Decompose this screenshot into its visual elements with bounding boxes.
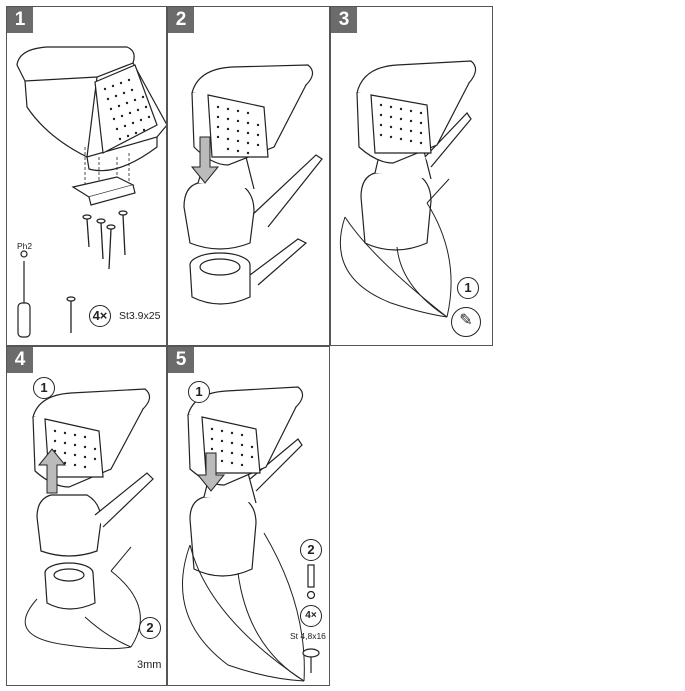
- step-2-panel: 2: [167, 6, 330, 346]
- drill-size-label: 3mm: [137, 659, 162, 671]
- screw-spec-label: St3.9x25: [119, 310, 161, 322]
- sub-step-a-badge: 1: [33, 377, 55, 399]
- step-3-panel: 3 1 ✎: [330, 6, 493, 346]
- sub-step-a-badge: 1: [188, 381, 210, 403]
- armrest-installed-diagram: [339, 60, 477, 318]
- step-number-badge: 3: [331, 7, 357, 33]
- sub-step-b-badge: 2: [139, 617, 161, 639]
- step-number-badge: 5: [168, 347, 194, 373]
- armrest-exploded-diagram: [16, 46, 166, 338]
- sub-step-badge: 1: [457, 277, 479, 299]
- step-number-badge: 1: [7, 7, 33, 33]
- screw-spec-label: St 4,8x16: [290, 631, 326, 641]
- down-arrow-icon: [196, 452, 226, 492]
- screw-count-badge: 4×: [89, 305, 111, 327]
- armrest-removal-diagram: [24, 388, 154, 650]
- armrest-final-fixing-diagram: [182, 386, 320, 682]
- sub-step-b-badge: 2: [300, 539, 322, 561]
- step-5-panel: 5 1 2 4× S: [167, 346, 330, 686]
- screw-count-badge: 4×: [300, 605, 322, 627]
- step-4-panel: 4 1 2 3mm: [6, 346, 167, 686]
- tool-label: Ph2: [17, 241, 33, 251]
- step-1-panel: 1: [6, 6, 167, 346]
- snap-fit-icon: ✎: [451, 307, 481, 337]
- step-number-badge: 2: [168, 7, 194, 33]
- armrest-mounting-diagram: [183, 64, 323, 305]
- step-number-badge: 4: [7, 347, 33, 373]
- up-arrow-icon: [37, 448, 67, 494]
- down-arrow-icon: [190, 136, 220, 184]
